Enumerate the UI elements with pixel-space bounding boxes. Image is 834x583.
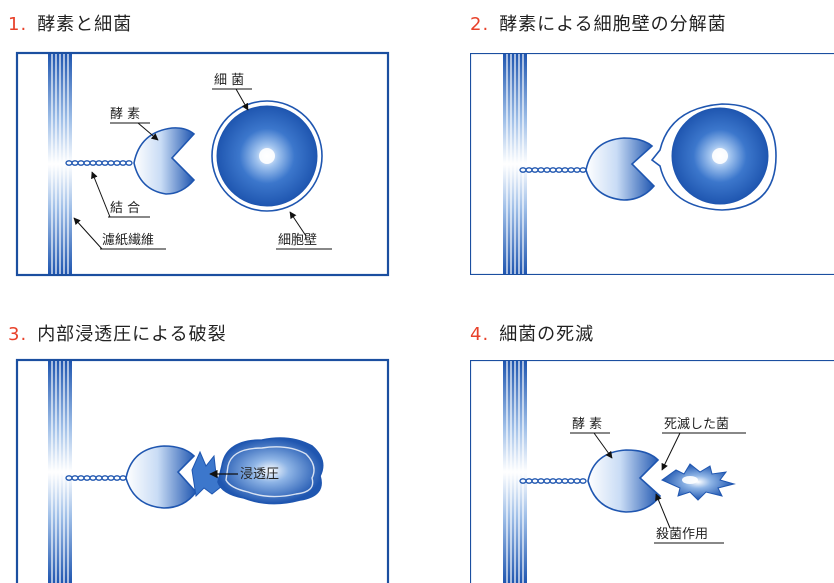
label-enzyme-4: 酵 素	[572, 417, 602, 432]
filter-fiber-4	[503, 361, 527, 583]
panel-2	[470, 53, 834, 275]
label-bacteria: 細 菌	[214, 73, 244, 88]
panel-3-title: 内部浸透圧による破裂	[37, 324, 227, 345]
bursting-cell	[217, 437, 324, 505]
panel-3: 浸透圧	[15, 358, 390, 583]
filter-fiber	[48, 54, 72, 274]
binding-chain-4	[519, 478, 587, 484]
bacteria-cell	[211, 100, 323, 212]
panel-3-heading: 3. 内部浸透圧による破裂	[8, 320, 227, 346]
panel-2-title: 酵素による細胞壁の分解菌	[499, 14, 727, 35]
panel-4: 酵 素 死滅した菌 殺菌作用	[470, 360, 834, 583]
panel-2-heading: 2. 酵素による細胞壁の分解菌	[470, 10, 727, 36]
panel-3-number: 3.	[8, 324, 28, 345]
dead-bacteria	[660, 463, 736, 501]
panel-1-heading: 1. 酵素と細菌	[8, 10, 132, 36]
label-enzyme: 酵 素	[110, 107, 140, 122]
enzyme-shape-3	[125, 445, 198, 509]
panel-4-number: 4.	[470, 324, 490, 345]
panel-4-heading: 4. 細菌の死滅	[470, 320, 594, 346]
enzyme-shape-2	[585, 137, 656, 201]
label-cell-wall: 細胞壁	[278, 233, 317, 248]
panel-2-number: 2.	[470, 14, 490, 35]
filter-fiber-2	[503, 54, 527, 274]
label-filter-fiber: 濾紙繊維	[102, 232, 154, 248]
enzyme-shape	[133, 127, 196, 195]
label-binding: 結 合	[110, 201, 140, 216]
filter-fiber-3	[48, 361, 72, 583]
panel-4-title: 細菌の死滅	[499, 324, 595, 345]
panel-4-frame	[470, 360, 834, 583]
panel-1-number: 1.	[8, 14, 28, 35]
bacteria-cell-2	[650, 103, 777, 211]
label-bactericidal-action: 殺菌作用	[656, 527, 708, 542]
panel-1: 酵 素 細 菌 結 合 濾紙繊維 細胞壁	[15, 51, 390, 277]
label-osmotic-pressure: 浸透圧	[240, 467, 279, 482]
binding-chain	[65, 160, 133, 166]
label-dead-bacteria: 死滅した菌	[664, 417, 729, 432]
panel-1-title: 酵素と細菌	[37, 14, 133, 35]
